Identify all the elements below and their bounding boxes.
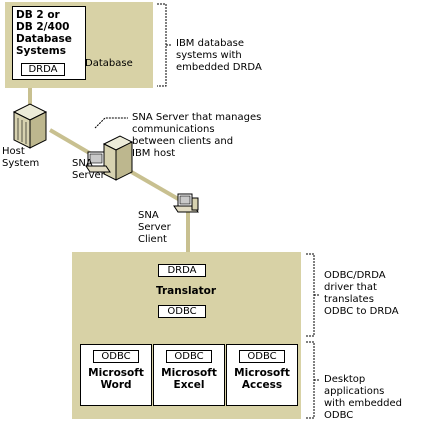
label-line: Host bbox=[2, 146, 25, 157]
bracket-translator bbox=[306, 253, 320, 337]
app-odbc-tag: ODBC bbox=[93, 350, 139, 363]
note-line: IBM database bbox=[176, 38, 244, 49]
app-box-access: ODBC Microsoft Access bbox=[226, 344, 298, 406]
app-name-line: Microsoft bbox=[234, 367, 290, 379]
sna-server-icon bbox=[85, 135, 134, 181]
app-name-line: Microsoft bbox=[161, 367, 217, 379]
db-title-line: Database bbox=[16, 33, 72, 45]
label-line: System bbox=[2, 158, 40, 169]
app-odbc-tag: ODBC bbox=[166, 350, 212, 363]
database-label: Database bbox=[85, 58, 133, 69]
translator-odbc-tag: ODBC bbox=[158, 305, 206, 318]
app-odbc-tag: ODBC bbox=[239, 350, 285, 363]
translator-title: Translator bbox=[155, 285, 217, 297]
note-line: translates bbox=[324, 294, 374, 305]
note-line: SNA Server that manages bbox=[132, 112, 262, 123]
label-line: SNA bbox=[72, 158, 93, 169]
host-system-label: Host System bbox=[2, 146, 39, 170]
label-line: Server bbox=[138, 222, 171, 233]
db-systems-box: DB 2 or DB 2/400 Database Systems DRDA bbox=[12, 6, 86, 80]
app-box-excel: ODBC Microsoft Excel bbox=[153, 344, 225, 406]
note-line: embedded DRDA bbox=[176, 62, 262, 73]
db-systems-title: DB 2 or DB 2/400 Database Systems bbox=[16, 9, 72, 57]
db-title-line: DB 2/400 bbox=[16, 21, 70, 33]
bracket-sna-server bbox=[94, 117, 128, 129]
translator-drda-tag: DRDA bbox=[158, 264, 206, 277]
db-drda-tag: DRDA bbox=[21, 63, 65, 76]
app-box-word: ODBC Microsoft Word bbox=[80, 344, 152, 406]
db-systems-panel: DB 2 or DB 2/400 Database Systems DRDA D… bbox=[5, 2, 153, 88]
sna-client-icon bbox=[173, 193, 199, 213]
note-line: with embedded bbox=[324, 398, 402, 409]
app-name: Microsoft Word bbox=[81, 367, 151, 391]
note-line: between clients and bbox=[132, 136, 234, 147]
sna-client-label: SNA Server Client bbox=[138, 210, 171, 246]
label-line: Server bbox=[72, 170, 105, 181]
sna-server-note: SNA Server that manages communications b… bbox=[132, 112, 261, 160]
bracket-apps bbox=[306, 341, 320, 419]
translator-note: ODBC/DRDA driver that translates ODBC to… bbox=[324, 270, 399, 318]
note-line: Desktop bbox=[324, 374, 366, 385]
note-line: communications bbox=[132, 124, 215, 135]
note-line: IBM host bbox=[132, 148, 176, 159]
label-line: SNA bbox=[138, 210, 159, 221]
bracket-db-systems bbox=[157, 3, 172, 87]
app-name-line: Word bbox=[100, 379, 132, 391]
app-name-line: Access bbox=[241, 379, 283, 391]
connector-sna-client bbox=[127, 168, 181, 202]
app-name: Microsoft Excel bbox=[154, 367, 224, 391]
apps-note: Desktop applications with embedded ODBC bbox=[324, 374, 402, 422]
note-line: ODBC bbox=[324, 410, 354, 421]
note-line: applications bbox=[324, 386, 385, 397]
label-line: Client bbox=[138, 234, 167, 245]
sna-server-label: SNA Server bbox=[72, 158, 105, 182]
note-line: systems with bbox=[176, 50, 242, 61]
db-systems-note: IBM database systems with embedded DRDA bbox=[176, 38, 262, 74]
app-name: Microsoft Access bbox=[227, 367, 297, 391]
note-line: ODBC/DRDA bbox=[324, 270, 386, 281]
app-name-line: Microsoft bbox=[88, 367, 144, 379]
host-machine-icon bbox=[12, 103, 48, 149]
app-name-line: Excel bbox=[173, 379, 205, 391]
db-title-line: DB 2 or bbox=[16, 9, 60, 21]
db-title-line: Systems bbox=[16, 45, 66, 57]
note-line: driver that bbox=[324, 282, 377, 293]
note-line: ODBC to DRDA bbox=[324, 306, 399, 317]
